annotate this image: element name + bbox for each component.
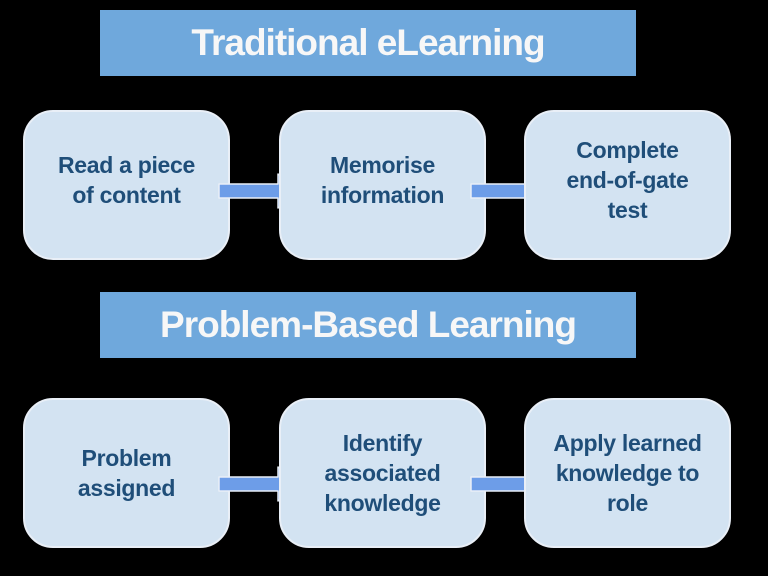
section-header-problem-based-learning: Problem-Based Learning	[100, 292, 636, 358]
flow-box-problem-assigned: Problem assigned	[23, 398, 230, 548]
flow-box-complete-end-of-gate-test: Complete end-of-gate test	[524, 110, 731, 260]
flow-box-identify-associated-knowledge: Identify associated knowledge	[279, 398, 486, 548]
flow-box-memorise-information: Memorise information	[279, 110, 486, 260]
flow-box-apply-learned-knowledge-to-role: Apply learned knowledge to role	[524, 398, 731, 548]
section-header-traditional-elearning: Traditional eLearning	[100, 10, 636, 76]
flow-box-read-a-piece-of-content: Read a piece of content	[23, 110, 230, 260]
